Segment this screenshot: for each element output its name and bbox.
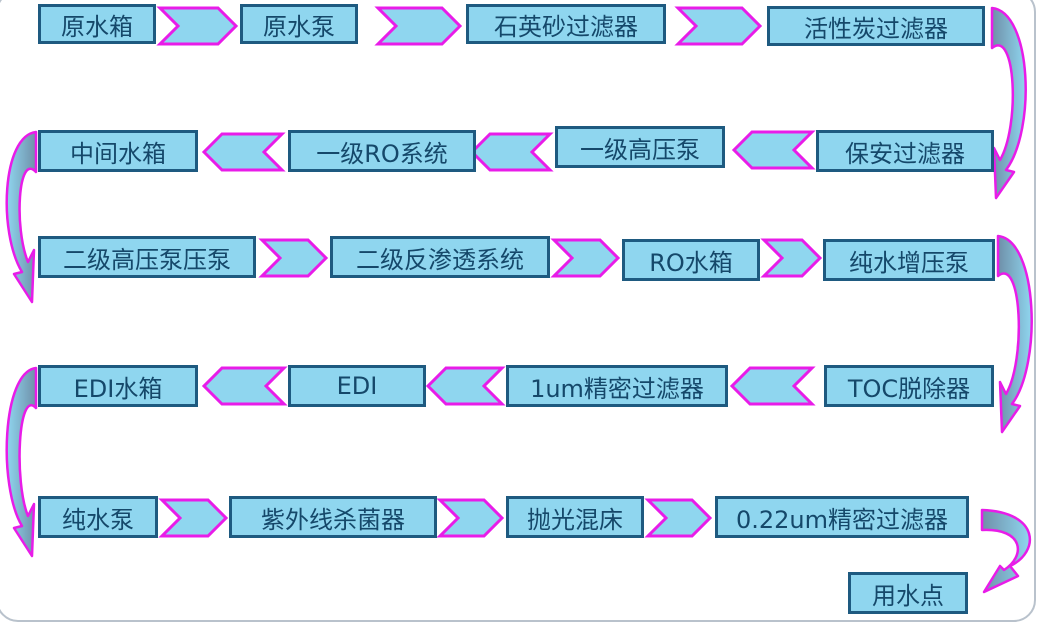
turn-arrow-final bbox=[980, 508, 1032, 594]
turn-arrow-left-1 bbox=[5, 130, 38, 304]
step-toc-remover: TOC脱除器 bbox=[824, 365, 994, 407]
step-quartz-sand-filter: 石英砂过滤器 bbox=[466, 4, 666, 44]
step-point-of-use: 用水点 bbox=[848, 572, 968, 614]
flow-arrow-8 bbox=[550, 238, 621, 278]
step-security-filter: 保安过滤器 bbox=[816, 130, 994, 172]
step-022um-precision-filter: 0.22um精密过滤器 bbox=[715, 496, 969, 538]
step-raw-water-pump: 原水泵 bbox=[240, 4, 358, 44]
flow-arrow-14 bbox=[436, 498, 505, 538]
step-first-ro-system: 一级RO系统 bbox=[288, 130, 476, 172]
turn-arrow-left-2 bbox=[5, 366, 38, 558]
step-edi: EDI bbox=[288, 365, 426, 407]
flow-arrow-9 bbox=[760, 238, 823, 278]
step-second-high-pressure-pump: 二级高压泵压泵 bbox=[38, 236, 256, 278]
flow-arrow-11 bbox=[425, 366, 506, 406]
step-edi-water-tank: EDI水箱 bbox=[38, 365, 198, 407]
flow-arrow-5 bbox=[469, 132, 554, 172]
step-pure-water-booster-pump: 纯水增压泵 bbox=[823, 239, 995, 281]
flow-arrow-7 bbox=[258, 238, 329, 278]
flow-arrow-4 bbox=[731, 130, 816, 170]
step-uv-sterilizer: 紫外线杀菌器 bbox=[229, 496, 437, 538]
step-second-ro-system: 二级反渗透系统 bbox=[330, 236, 550, 278]
flow-arrow-2 bbox=[374, 6, 463, 46]
turn-arrow-right-1 bbox=[990, 6, 1027, 200]
step-polishing-mixed-bed: 抛光混床 bbox=[506, 496, 644, 538]
flow-arrow-1 bbox=[156, 6, 239, 46]
flow-arrow-15 bbox=[644, 498, 713, 538]
step-ro-water-tank: RO水箱 bbox=[622, 239, 760, 281]
step-pure-water-pump: 纯水泵 bbox=[38, 496, 158, 538]
step-first-high-pressure-pump: 一级高压泵 bbox=[555, 126, 725, 168]
flow-arrow-6 bbox=[201, 132, 286, 172]
step-1um-precision-filter: 1um精密过滤器 bbox=[506, 365, 728, 407]
turn-arrow-right-2 bbox=[996, 234, 1033, 434]
flow-arrow-13 bbox=[158, 498, 229, 538]
flow-arrow-12 bbox=[201, 366, 288, 406]
flow-arrow-3 bbox=[674, 6, 763, 46]
flow-arrow-10 bbox=[729, 366, 816, 406]
step-raw-water-tank: 原水箱 bbox=[38, 4, 156, 44]
step-activated-carbon-filter: 活性炭过滤器 bbox=[767, 6, 985, 46]
step-intermediate-tank: 中间水箱 bbox=[38, 130, 198, 172]
